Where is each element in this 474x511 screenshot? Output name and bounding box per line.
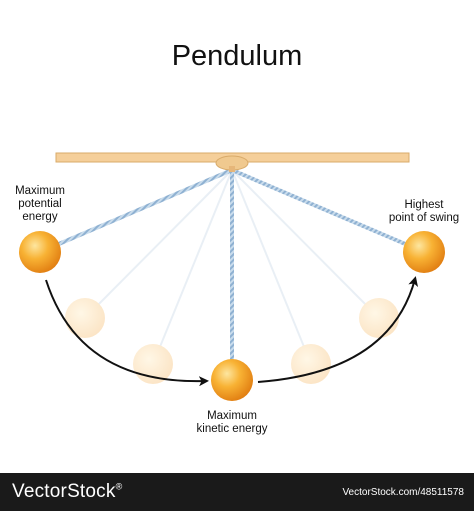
bob-center bbox=[211, 359, 253, 401]
ghost-bob bbox=[65, 298, 105, 338]
string-left bbox=[39, 168, 233, 254]
brand-name: VectorStock bbox=[12, 481, 116, 502]
registered-mark: ® bbox=[115, 481, 123, 492]
label-maximum-kinetic-energy: Maximum kinetic energy bbox=[196, 410, 268, 435]
ghost-bob bbox=[359, 298, 399, 338]
bob-left bbox=[19, 231, 61, 273]
bob-right bbox=[403, 231, 445, 273]
strings bbox=[39, 168, 425, 380]
arrow-bottom-to-right bbox=[257, 276, 419, 383]
image-credit: VectorStock.com/48511578 bbox=[342, 487, 464, 498]
watermark-footer: VectorStock® VectorStock.com/48511578 bbox=[0, 473, 474, 511]
string-right bbox=[231, 168, 425, 254]
ghost-bobs bbox=[65, 298, 399, 384]
label-highest-point-of-swing: Highest point of swing bbox=[388, 199, 460, 224]
pendulum-illustration bbox=[19, 152, 445, 401]
arrow-left-to-bottom bbox=[45, 279, 209, 387]
label-maximum-potential-energy: Maximum potential energy bbox=[15, 185, 65, 223]
pivot-hook bbox=[229, 166, 235, 172]
diagram-title: Pendulum bbox=[171, 40, 303, 72]
ghost-strings bbox=[84, 169, 380, 365]
ghost-bob bbox=[291, 344, 331, 384]
pendulum-diagram: Pendulum Maximum potential energy Highes… bbox=[15, 40, 460, 435]
brand-logo: VectorStock® bbox=[12, 481, 122, 503]
